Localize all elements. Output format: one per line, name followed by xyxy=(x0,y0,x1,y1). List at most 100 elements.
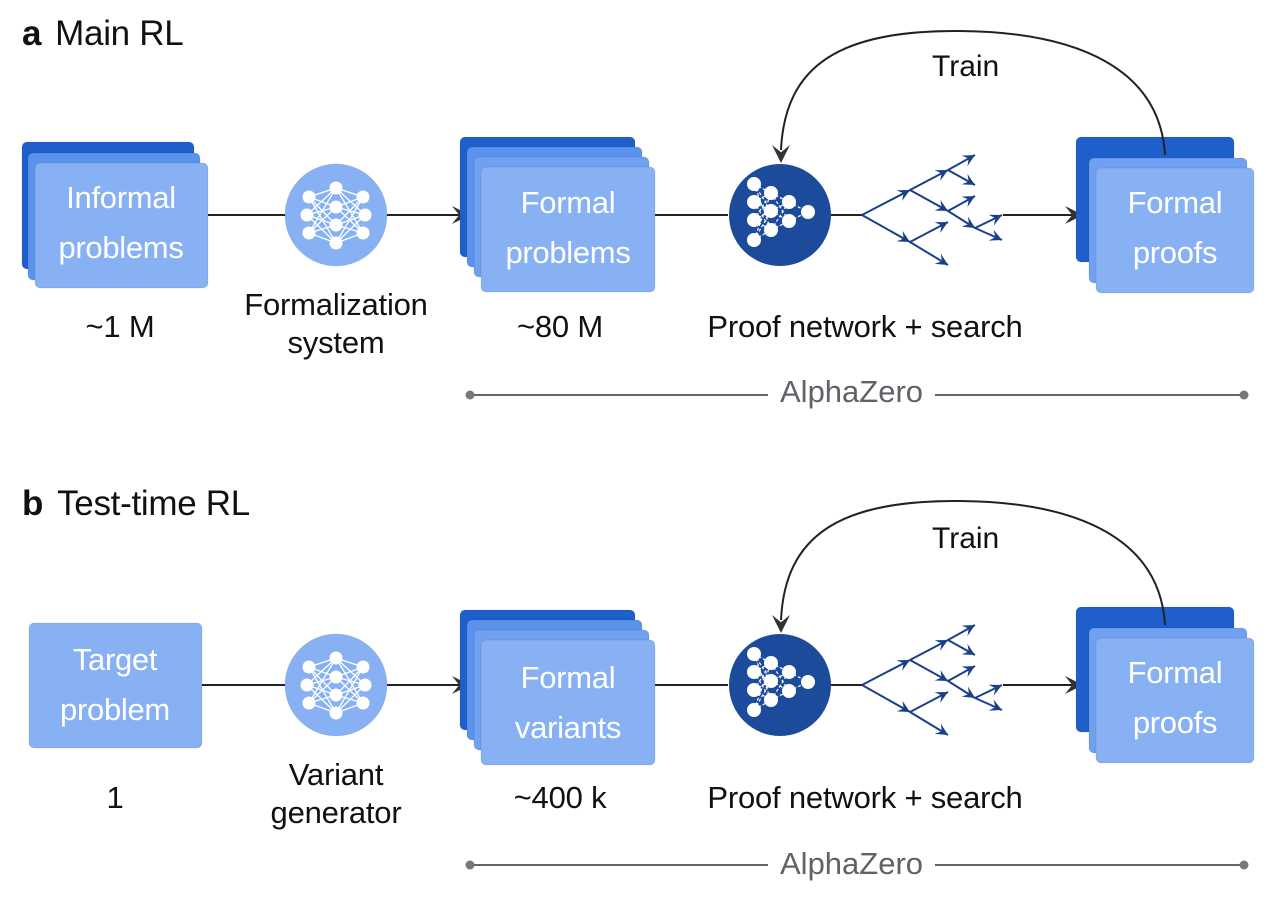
network-edge xyxy=(306,657,337,686)
network-node xyxy=(329,670,343,684)
network-node xyxy=(782,684,796,698)
network-edge xyxy=(753,653,772,701)
alphazero-label: AlphaZero xyxy=(768,374,936,410)
flow-diagram xyxy=(21,29,1255,400)
arrowhead-icon xyxy=(772,145,790,163)
network-edge xyxy=(308,657,337,704)
tree-arrowhead-icon xyxy=(934,669,948,681)
proof-network-caption: Proof network + search xyxy=(707,309,1023,344)
train-label: Train xyxy=(932,50,1000,83)
panel-title: b Test-time RL xyxy=(22,484,250,524)
network-node xyxy=(356,226,370,240)
stack-front-card xyxy=(480,639,656,766)
flow-diagram xyxy=(28,499,1255,870)
train-arrow xyxy=(780,29,1166,156)
tree-arrowhead-icon xyxy=(961,686,975,698)
network-node xyxy=(764,674,778,688)
network-node xyxy=(747,213,761,227)
input-count: ~1 M xyxy=(85,309,155,344)
network-node xyxy=(329,200,343,214)
network-node xyxy=(764,223,778,237)
formal-count: ~80 M xyxy=(516,309,604,344)
tree-arrowhead-icon xyxy=(988,684,1002,696)
network-node xyxy=(329,706,343,720)
caption-line: Formalization xyxy=(244,287,428,322)
train-arrow xyxy=(780,499,1166,626)
caption-line: Variant xyxy=(288,757,384,792)
stack-front-card xyxy=(480,166,656,293)
train-label: Train xyxy=(932,522,1000,555)
label-line: variants xyxy=(514,710,622,745)
network-node xyxy=(358,678,372,692)
input-box-stack xyxy=(21,141,209,289)
tree-arrowhead-icon xyxy=(896,700,910,712)
panel-title-text: Main RL xyxy=(55,14,184,53)
tree-arrowhead-icon xyxy=(896,190,910,201)
stack-front-card xyxy=(1095,167,1255,294)
bracket-end-dot xyxy=(1239,390,1249,400)
panel-letter: a xyxy=(22,14,42,53)
network-node xyxy=(356,190,370,204)
caption-line: system xyxy=(287,325,385,360)
stack-front-card xyxy=(1095,637,1255,764)
network-node xyxy=(782,214,796,228)
network-node xyxy=(747,665,761,679)
tree-arrowhead-icon xyxy=(934,723,948,735)
network-node xyxy=(302,696,316,710)
network-node xyxy=(356,696,370,710)
label-line: problems xyxy=(58,230,184,265)
label-line: problem xyxy=(60,692,170,727)
bracket-end-dot xyxy=(1239,860,1249,870)
tree-arrowhead-icon xyxy=(934,170,948,181)
network-node xyxy=(747,195,761,209)
bracket-end-dot xyxy=(465,390,475,400)
tree-arrowhead-icon xyxy=(961,196,975,208)
tree-arrowhead-icon xyxy=(896,660,910,671)
label-line: proofs xyxy=(1132,705,1218,740)
tree-edge xyxy=(861,214,911,243)
panel-title-text: Test-time RL xyxy=(57,484,250,523)
output-box-stack xyxy=(1075,136,1255,294)
network-node xyxy=(801,675,815,689)
network-edge xyxy=(753,662,772,711)
network-node xyxy=(329,236,343,250)
network-node xyxy=(747,233,761,247)
tree-arrowhead-icon xyxy=(934,199,948,211)
network-edge xyxy=(306,187,337,216)
proof-network-icon xyxy=(729,164,831,266)
network-node xyxy=(764,186,778,200)
network-node xyxy=(302,190,316,204)
formal-box-label: Formal problems xyxy=(482,178,654,278)
network-node xyxy=(801,205,815,219)
panel-letter: b xyxy=(22,484,44,523)
neural-network-icon xyxy=(284,633,388,737)
output-box-stack xyxy=(1075,606,1255,764)
tree-edge xyxy=(909,659,949,682)
tree-edge xyxy=(861,189,911,216)
network-node xyxy=(329,218,343,232)
network-edge xyxy=(335,214,366,244)
network-edge xyxy=(335,684,366,714)
network-edge xyxy=(753,183,772,231)
tree-arrowhead-icon xyxy=(934,253,948,265)
tree-arrowhead-icon xyxy=(934,640,948,651)
network-node xyxy=(764,204,778,218)
tree-arrowhead-icon xyxy=(961,155,975,167)
network-edge xyxy=(308,187,337,234)
input-box-label: Target problem xyxy=(29,635,201,735)
network-node xyxy=(329,688,343,702)
label-line: Target xyxy=(72,642,158,677)
arrowhead-icon xyxy=(772,615,790,633)
formal-box-label: Formal variants xyxy=(482,653,654,753)
tree-edge xyxy=(909,241,949,266)
label-line: Formal xyxy=(520,660,616,695)
tree-arrowhead-icon xyxy=(934,692,948,703)
stack-front-card xyxy=(34,162,209,289)
generator-circle xyxy=(284,633,388,737)
proof-network-caption: Proof network + search xyxy=(707,780,1023,815)
formal-box-stack xyxy=(459,136,656,293)
arrowhead-icon xyxy=(1065,676,1083,694)
arrowhead-icon xyxy=(1065,206,1083,224)
tree-edge xyxy=(861,659,911,686)
